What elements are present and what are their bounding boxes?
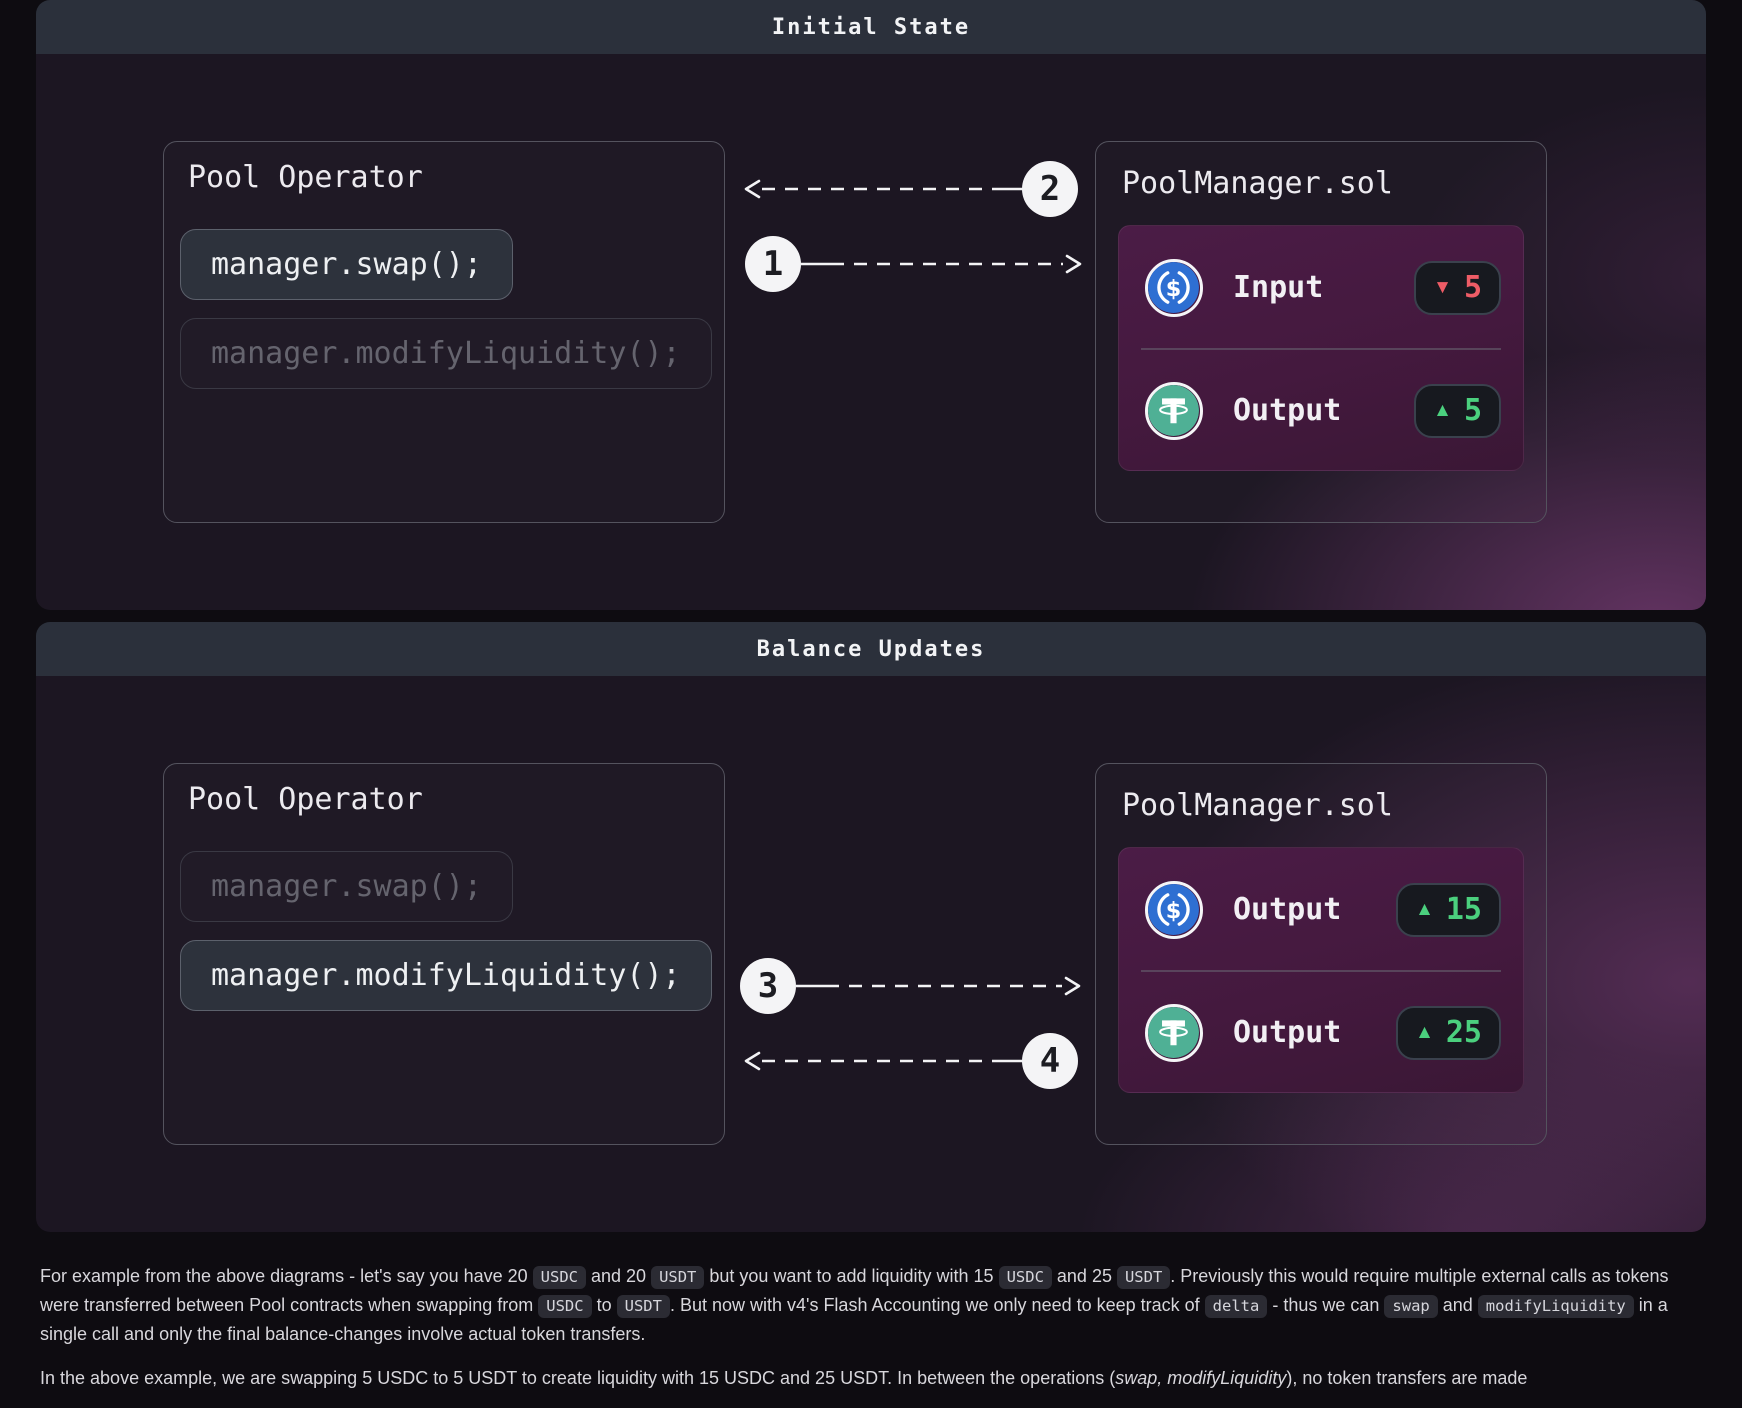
usdc-icon: $	[1145, 258, 1203, 317]
triangle-up-icon: ▲	[1415, 1022, 1434, 1043]
box-title: PoolManager.sol	[1122, 166, 1393, 201]
flash-accounting-diagram: Initial State Pool Operator manager.swap…	[36, 0, 1706, 1408]
pool-manager-box: PoolManager.sol $ Output	[1095, 763, 1547, 1145]
panel-title: Initial State	[771, 14, 971, 40]
panel-header-initial-state: Initial State	[36, 0, 1706, 54]
explanatory-text: For example from the above diagrams - le…	[40, 1262, 1706, 1392]
code-pill-modify-liquidity: manager.modifyLiquidity();	[180, 940, 712, 1011]
usdc-icon: $	[1145, 880, 1203, 939]
step-circle-1: 1	[745, 236, 801, 292]
paragraph-flash-accounting: For example from the above diagrams - le…	[40, 1266, 1669, 1344]
arrow-step-2	[744, 179, 1023, 199]
token-flow-label: Output	[1233, 393, 1342, 428]
svg-text:$: $	[1166, 897, 1182, 923]
triangle-up-icon: ▲	[1415, 899, 1434, 920]
code-pill-modify-liquidity: manager.modifyLiquidity();	[180, 318, 712, 389]
inline-code: USDT	[651, 1266, 705, 1289]
token-balances-card: $ Output ▲ 15	[1118, 847, 1524, 1093]
delta-value: 5	[1463, 269, 1482, 305]
paragraph-example-summary: In the above example, we are swapping 5 …	[40, 1368, 1528, 1388]
svg-text:$: $	[1166, 275, 1182, 301]
step-circle-2: 2	[1022, 161, 1078, 217]
token-balances-card: $ Input ▼ 5	[1118, 225, 1524, 471]
panel-initial-state: Initial State Pool Operator manager.swap…	[36, 0, 1706, 610]
usdt-icon	[1145, 381, 1203, 440]
inline-code: USDC	[532, 1266, 586, 1289]
delta-badge: ▲ 5	[1414, 383, 1501, 438]
inline-code: USDC	[538, 1295, 592, 1318]
inline-code: USDT	[1116, 1266, 1171, 1289]
inline-code: USDT	[616, 1295, 670, 1318]
box-title: PoolManager.sol	[1122, 788, 1393, 823]
triangle-down-icon: ▼	[1433, 277, 1452, 298]
delta-badge: ▲ 25	[1396, 1005, 1501, 1060]
delta-value: 15	[1445, 891, 1482, 927]
panel-body-balance-updates: Pool Operator manager.swap(); manager.mo…	[36, 676, 1706, 1232]
delta-badge: ▼ 5	[1414, 260, 1501, 315]
code-pill-swap: manager.swap();	[180, 229, 513, 300]
panel-body-initial-state: Pool Operator manager.swap(); manager.mo…	[36, 54, 1706, 610]
step-circle-4: 4	[1022, 1033, 1078, 1089]
inline-code: modifyLiquidity	[1477, 1295, 1634, 1318]
arrow-step-4	[744, 1051, 1023, 1071]
box-title: Pool Operator	[188, 160, 423, 195]
inline-code: USDC	[998, 1266, 1052, 1289]
row-divider	[1141, 348, 1501, 350]
delta-badge: ▲ 15	[1396, 882, 1501, 937]
code-pill-swap: manager.swap();	[180, 851, 513, 922]
triangle-up-icon: ▲	[1433, 400, 1452, 421]
pool-operator-box: Pool Operator manager.swap(); manager.mo…	[163, 141, 725, 523]
usdt-icon	[1145, 1003, 1203, 1062]
box-title: Pool Operator	[188, 782, 423, 817]
step-circle-3: 3	[740, 958, 796, 1014]
delta-value: 5	[1463, 392, 1482, 428]
inline-code: delta	[1204, 1295, 1268, 1318]
token-flow-label: Output	[1233, 892, 1342, 927]
token-row-usdt: Output ▲ 25	[1119, 971, 1523, 1094]
inline-code: swap	[1384, 1295, 1438, 1318]
token-flow-label: Input	[1233, 270, 1324, 305]
pool-manager-box: PoolManager.sol $ Input	[1095, 141, 1547, 523]
token-flow-label: Output	[1233, 1015, 1342, 1050]
token-row-usdt: Output ▲ 5	[1119, 349, 1523, 472]
panel-title: Balance Updates	[756, 636, 986, 662]
token-row-usdc: $ Input ▼ 5	[1119, 226, 1523, 349]
pool-operator-box: Pool Operator manager.swap(); manager.mo…	[163, 763, 725, 1145]
arrow-step-1	[801, 254, 1082, 274]
panel-header-balance-updates: Balance Updates	[36, 622, 1706, 676]
panel-balance-updates: Balance Updates Pool Operator manager.sw…	[36, 622, 1706, 1232]
delta-value: 25	[1445, 1014, 1482, 1050]
token-row-usdc: $ Output ▲ 15	[1119, 848, 1523, 971]
row-divider	[1141, 970, 1501, 972]
arrow-step-3	[796, 976, 1081, 996]
